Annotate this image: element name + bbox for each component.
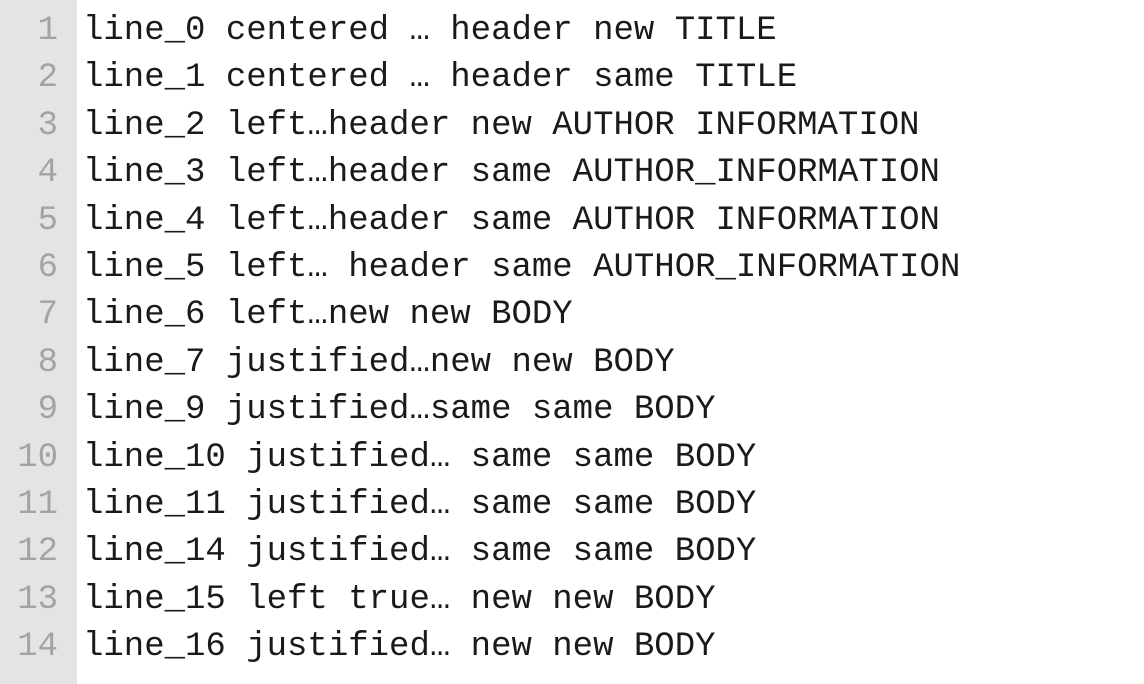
- line-number-gutter: 1 2 3 4 5 6 7 8 9 10 11 12 13 14: [0, 0, 77, 684]
- code-line[interactable]: line_9 justified…same same BODY: [83, 391, 716, 430]
- code-line[interactable]: line_1 centered … header same TITLE: [83, 59, 798, 98]
- line-number: 12: [17, 533, 58, 572]
- line-number: 5: [37, 201, 58, 240]
- code-line[interactable]: line_11 justified… same same BODY: [83, 485, 757, 524]
- code-area[interactable]: line_0 centered … header new TITLE line_…: [77, 0, 1144, 684]
- code-line[interactable]: line_14 justified… same same BODY: [83, 533, 757, 572]
- code-line[interactable]: line_16 justified… new new BODY: [83, 628, 716, 667]
- line-number: 6: [37, 248, 58, 287]
- line-number: 13: [17, 580, 58, 619]
- code-line[interactable]: line_10 justified… same same BODY: [83, 438, 757, 477]
- code-line[interactable]: line_0 centered … header new TITLE: [83, 12, 777, 50]
- code-line[interactable]: line_7 justified…new new BODY: [83, 343, 675, 382]
- line-number: 2: [37, 59, 58, 98]
- line-number: 10: [17, 438, 58, 477]
- code-line[interactable]: line_2 left…header new AUTHOR INFORMATIO…: [83, 106, 920, 145]
- code-line[interactable]: line_4 left…header same AUTHOR INFORMATI…: [83, 201, 940, 240]
- code-line[interactable]: line_6 left…new new BODY: [83, 296, 573, 335]
- line-number: 14: [17, 628, 58, 667]
- code-line[interactable]: line_15 left true… new new BODY: [83, 580, 716, 619]
- line-number: 8: [37, 343, 58, 382]
- line-number: 11: [17, 485, 58, 524]
- code-line[interactable]: line_3 left…header same AUTHOR_INFORMATI…: [83, 154, 940, 193]
- code-line[interactable]: line_5 left… header same AUTHOR_INFORMAT…: [83, 248, 961, 287]
- line-number: 4: [37, 154, 58, 193]
- line-number: 3: [37, 106, 58, 145]
- line-number: 1: [37, 12, 58, 50]
- line-number: 9: [37, 391, 58, 430]
- line-number: 7: [37, 296, 58, 335]
